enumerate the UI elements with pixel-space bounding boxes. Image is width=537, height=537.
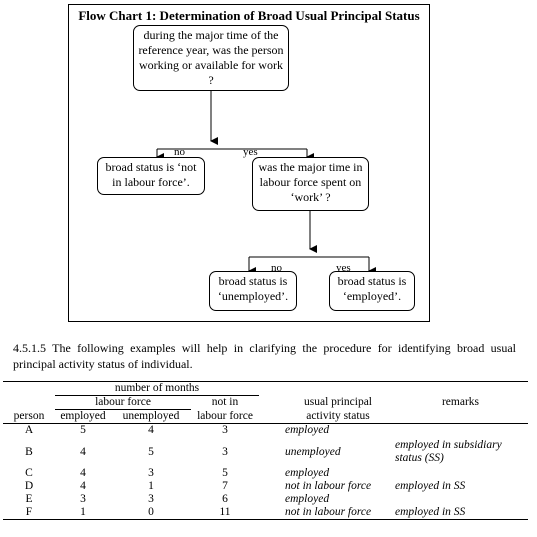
cell-employed: 3 bbox=[80, 493, 86, 505]
question-box-2: was the major time in labour force spent… bbox=[252, 157, 369, 211]
cell-person: E bbox=[25, 493, 33, 505]
box-employed: broad status is ‘employed’. bbox=[329, 271, 415, 311]
table-row: A 5 4 3 employed bbox=[3, 424, 528, 438]
cell-person: A bbox=[24, 424, 34, 436]
header-unemployed: unemployed bbox=[122, 410, 180, 422]
cell-remarks: employed in SS bbox=[395, 480, 466, 492]
cell-employed: 4 bbox=[80, 467, 86, 479]
cell-status: employed bbox=[285, 424, 330, 436]
flowchart-frame: Flow Chart 1: Determination of Broad Usu… bbox=[68, 4, 430, 322]
header-person: person bbox=[13, 409, 45, 422]
cell-not-in-lf: 3 bbox=[222, 424, 228, 436]
table-row: D 4 1 7 not in labour force employed in … bbox=[3, 480, 528, 493]
cell-status: employed bbox=[285, 493, 330, 505]
table-row: E 3 3 6 employed bbox=[3, 493, 528, 506]
header-employed: employed bbox=[60, 410, 106, 422]
cell-unemployed: 3 bbox=[148, 467, 154, 479]
cell-not-in-lf: 6 bbox=[222, 493, 228, 505]
header-remarks: remarks bbox=[441, 396, 480, 408]
cell-remarks: employed in SS bbox=[395, 506, 466, 518]
cell-unemployed: 5 bbox=[148, 445, 154, 458]
cell-employed: 5 bbox=[80, 424, 86, 436]
cell-employed: 4 bbox=[80, 480, 86, 492]
no-label-1: no bbox=[174, 146, 185, 158]
cell-unemployed: 4 bbox=[148, 424, 154, 436]
flowchart-connectors bbox=[156, 91, 376, 275]
table-row: B 4 5 3 unemployed employed in subsidiar… bbox=[3, 437, 528, 467]
cell-not-in-lf: 3 bbox=[222, 445, 228, 458]
header-usual-principal: usual principal bbox=[303, 396, 373, 408]
cell-person: C bbox=[25, 467, 33, 479]
examples-table: number of months labour force not in usu… bbox=[3, 381, 528, 520]
header-activity-status: activity status bbox=[306, 409, 370, 422]
cell-status: employed bbox=[285, 467, 330, 479]
yes-label-1: yes bbox=[243, 146, 258, 158]
cell-not-in-lf: 5 bbox=[222, 467, 228, 479]
cell-status: not in labour force bbox=[285, 480, 372, 492]
header-labour-force: labour force bbox=[55, 395, 191, 410]
cell-employed: 1 bbox=[80, 506, 86, 518]
cell-status: unemployed bbox=[285, 445, 341, 458]
cell-person: F bbox=[25, 506, 33, 518]
header-labour-force-2: labour force bbox=[197, 409, 253, 422]
flowchart-title: Flow Chart 1: Determination of Broad Usu… bbox=[78, 8, 420, 23]
cell-remarks bbox=[393, 424, 528, 438]
header-not-in: not in bbox=[211, 396, 239, 409]
cell-employed: 4 bbox=[80, 445, 86, 458]
no-label-2: no bbox=[271, 262, 282, 274]
table-row: C 4 3 5 employed bbox=[3, 467, 528, 480]
cell-remarks bbox=[393, 467, 528, 480]
example-paragraph: 4.5.1.5 The following examples will help… bbox=[13, 341, 516, 371]
box-not-in-labour-force: broad status is ‘not in labour force’. bbox=[97, 157, 205, 195]
cell-unemployed: 1 bbox=[148, 480, 154, 492]
question-box-1: during the major time of the reference y… bbox=[133, 25, 289, 91]
cell-remarks: employed in subsidiary status (SS) bbox=[395, 439, 502, 464]
cell-person: D bbox=[24, 480, 34, 492]
cell-not-in-lf: 11 bbox=[219, 506, 231, 518]
cell-unemployed: 0 bbox=[148, 506, 154, 518]
table-row: F 1 0 11 not in labour force employed in… bbox=[3, 506, 528, 520]
cell-status: not in labour force bbox=[285, 506, 372, 518]
cell-unemployed: 3 bbox=[148, 493, 154, 505]
cell-person: B bbox=[25, 445, 33, 458]
cell-remarks bbox=[393, 493, 528, 506]
header-number-of-months: number of months bbox=[55, 381, 259, 396]
cell-not-in-lf: 7 bbox=[222, 480, 228, 492]
box-unemployed: broad status is ‘unemployed’. bbox=[209, 271, 297, 311]
